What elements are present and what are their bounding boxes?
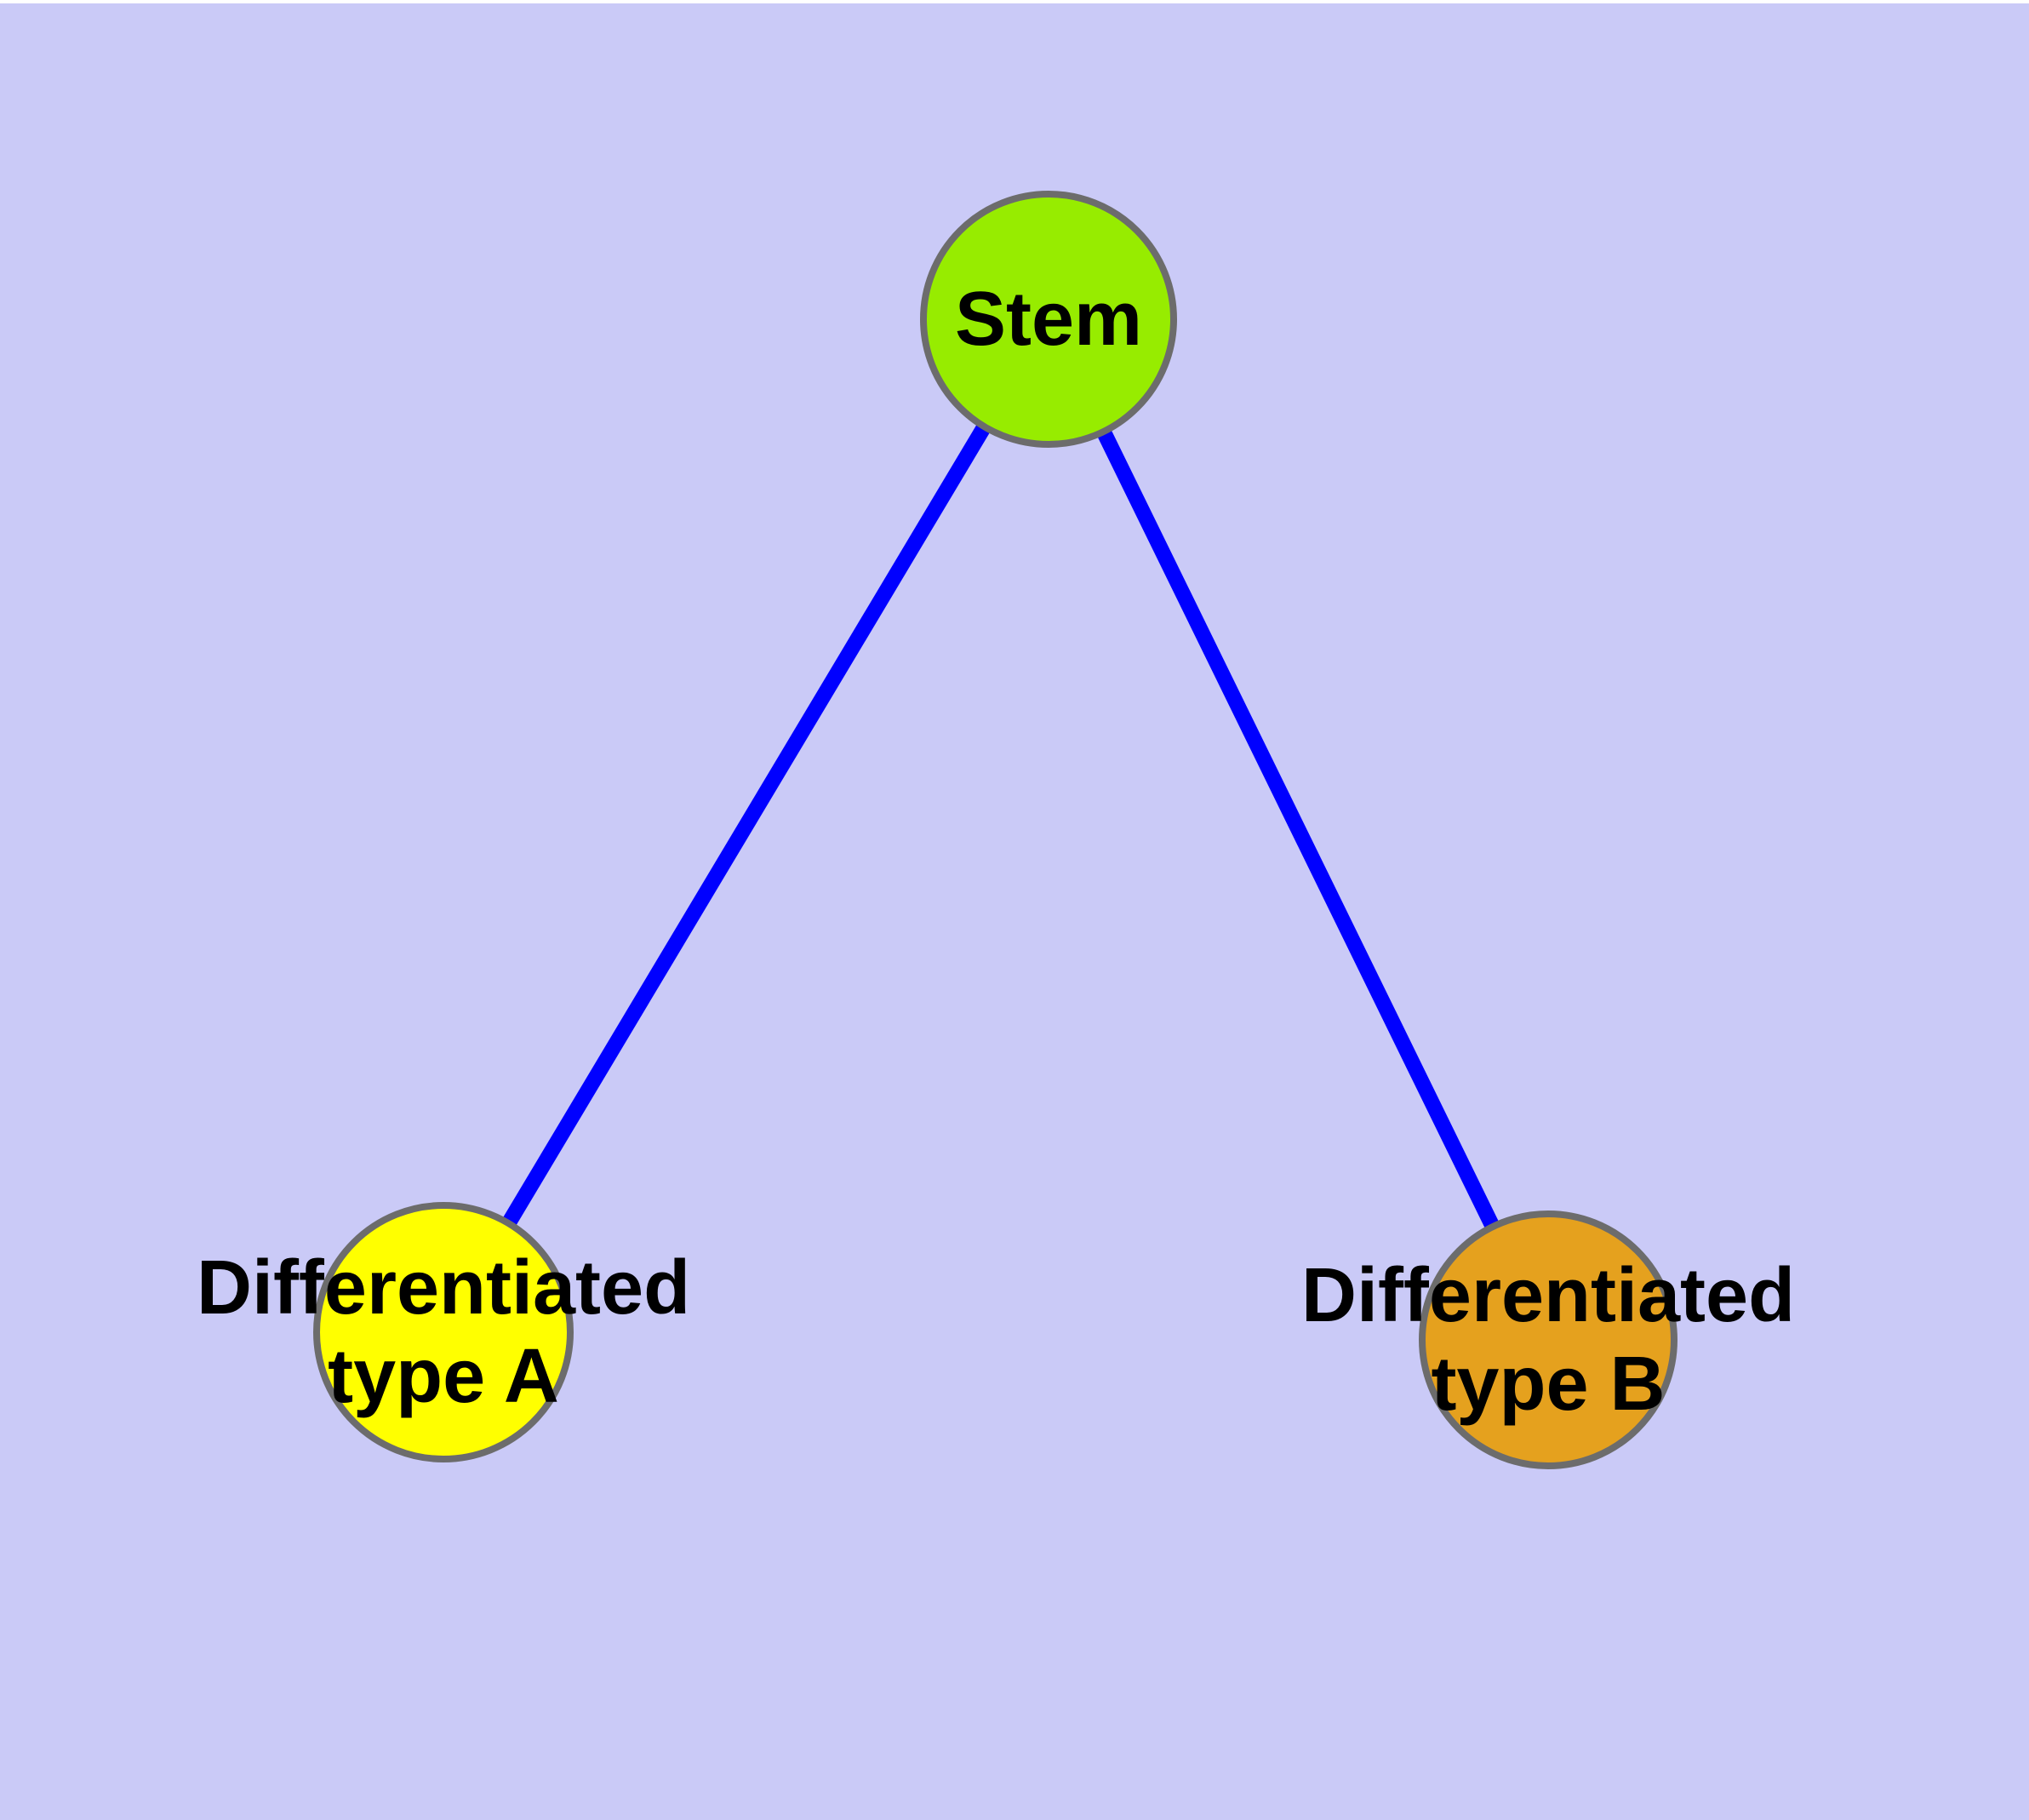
node-differentiated-type-b <box>1419 1210 1677 1469</box>
label-line: type B <box>1431 1342 1666 1427</box>
label-line: Differentiated <box>196 1245 691 1331</box>
edge-stem-to-differentiated-type-b <box>1041 316 1556 1343</box>
edge-stem-to-differentiated-type-a <box>437 315 1055 1336</box>
node-stem <box>920 191 1177 448</box>
node-label-stem: Stem <box>955 275 1142 363</box>
label-line: Differentiated <box>1300 1253 1796 1338</box>
label-line: Stem <box>954 277 1143 362</box>
label-line: type A <box>328 1334 559 1419</box>
node-differentiated-type-a <box>313 1202 574 1462</box>
